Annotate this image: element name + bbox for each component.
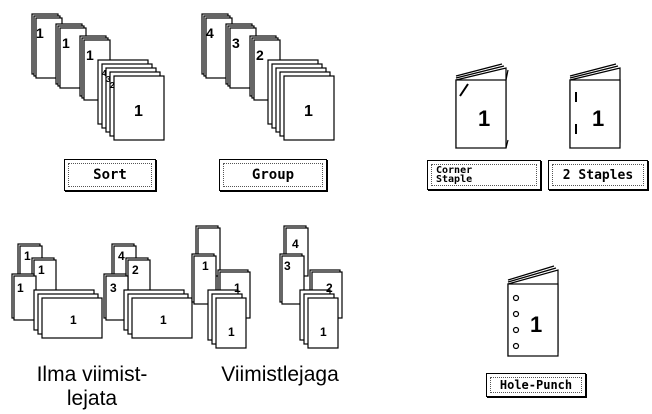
two-staples-booklet-icon: 1 — [569, 63, 621, 149]
svg-text:1: 1 — [17, 281, 24, 295]
svg-text:3: 3 — [284, 259, 291, 273]
svg-text:1: 1 — [228, 325, 235, 339]
sheet-number: 1 — [36, 25, 44, 41]
svg-text:1: 1 — [24, 249, 31, 263]
svg-text:4: 4 — [292, 237, 299, 251]
svg-text:3: 3 — [110, 281, 117, 295]
caption-with-finisher-text: Viimistlejaga — [221, 363, 339, 386]
two-staples-button[interactable]: 2 Staples — [548, 160, 648, 190]
hole-punch-label: Hole-Punch — [499, 378, 573, 392]
svg-text:1: 1 — [530, 312, 542, 337]
sort-button-label: Sort — [93, 167, 127, 183]
svg-text:1: 1 — [592, 106, 604, 131]
with-finisher-output-icon: 1 1 1 43 2 1 — [191, 225, 343, 349]
svg-text:1: 1 — [70, 313, 77, 327]
no-finisher-output-icon: 11 11 42 31 — [11, 243, 193, 339]
sheet-number: 4 — [102, 69, 107, 78]
svg-text:2: 2 — [326, 281, 333, 295]
svg-text:4: 4 — [206, 25, 214, 41]
sheet-number: 1 — [86, 47, 94, 63]
sort-stack-icon: 1 1 1 4 3 2 1 — [31, 13, 165, 141]
svg-text:1: 1 — [478, 106, 490, 131]
caption-no-finisher-line2: lejata — [66, 387, 118, 410]
svg-text:1: 1 — [320, 325, 327, 339]
svg-text:1: 1 — [160, 313, 167, 327]
svg-text:1: 1 — [234, 281, 241, 295]
hole-punch-booklet-icon: 1 — [507, 265, 559, 357]
sheet-number: 2 — [110, 81, 115, 90]
svg-text:2: 2 — [132, 263, 139, 277]
svg-text:2: 2 — [256, 47, 264, 63]
corner-staple-button[interactable]: Corner Staple — [427, 160, 541, 190]
hole-punch-button[interactable]: Hole-Punch — [486, 373, 586, 397]
svg-text:1: 1 — [202, 259, 209, 273]
svg-text:1: 1 — [38, 263, 45, 277]
caption-no-finisher: Ilma viimist- lejata — [12, 363, 172, 411]
sheet-number: 1 — [62, 35, 70, 51]
caption-with-finisher: Viimistlejaga — [196, 363, 364, 387]
sheet-number: 3 — [106, 75, 111, 84]
group-button-label: Group — [251, 167, 295, 183]
caption-no-finisher-line1: Ilma viimist- — [36, 363, 148, 386]
sort-button[interactable]: Sort — [64, 159, 156, 191]
corner-staple-label-line1: Corner — [436, 165, 473, 176]
two-staples-label: 2 Staples — [562, 167, 634, 183]
svg-text:3: 3 — [232, 35, 240, 51]
svg-text:4: 4 — [118, 249, 125, 263]
group-button[interactable]: Group — [219, 159, 327, 191]
svg-text:1: 1 — [304, 103, 313, 120]
group-stack-icon: 4 3 2 1 — [201, 13, 335, 141]
corner-staple-label-line2: Staple — [436, 174, 473, 185]
corner-staple-booklet-icon: 1 — [455, 63, 509, 149]
sheet-number: 1 — [134, 103, 143, 120]
